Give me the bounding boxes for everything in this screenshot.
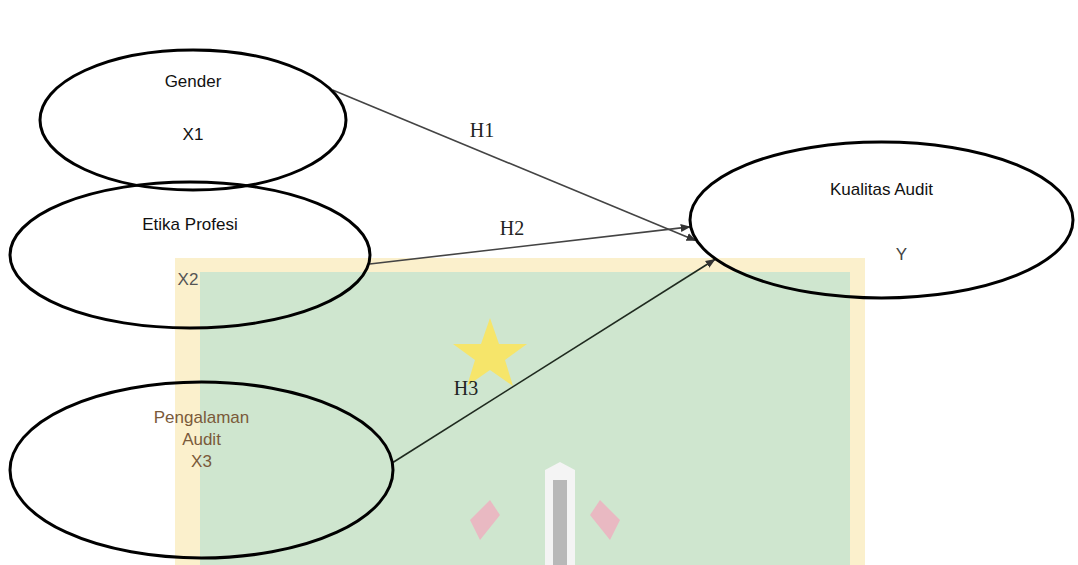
variable-code: X1	[183, 124, 204, 146]
hypothesis-arrow	[370, 227, 690, 264]
ellipse-outline	[8, 180, 372, 330]
watermark-field	[200, 272, 850, 565]
ellipse-outline	[38, 48, 348, 192]
variable-code: X3	[191, 451, 212, 473]
node-title: Kualitas Audit	[830, 179, 933, 201]
node-title: Etika Profesi	[142, 214, 237, 236]
watermark-tower	[545, 462, 575, 565]
node-title: Gender	[165, 71, 222, 93]
ellipse-node: GenderX1	[38, 48, 348, 192]
node-title: Pengalaman Audit	[147, 407, 257, 451]
ellipse-node: Pengalaman AuditX3	[8, 380, 395, 560]
hypothesis-label: H2	[500, 217, 524, 239]
ellipse-node: Kualitas AuditY	[688, 140, 1075, 300]
variable-code: Y	[896, 244, 907, 266]
watermark-star	[453, 318, 527, 386]
watermark-tower-shade	[553, 480, 567, 565]
watermark-frame	[175, 258, 865, 565]
hypothesis-label: H1	[470, 119, 494, 141]
hypothesis-arrow	[333, 90, 696, 240]
hypothesis-arrow	[393, 260, 715, 463]
ellipse-node: Etika ProfesiX2	[8, 180, 372, 330]
hypothesis-label: H3	[454, 377, 478, 399]
watermark-ornament	[590, 500, 620, 540]
ellipse-outline	[688, 140, 1075, 300]
variable-code: X2	[178, 269, 199, 291]
watermark-ornament	[470, 500, 500, 540]
